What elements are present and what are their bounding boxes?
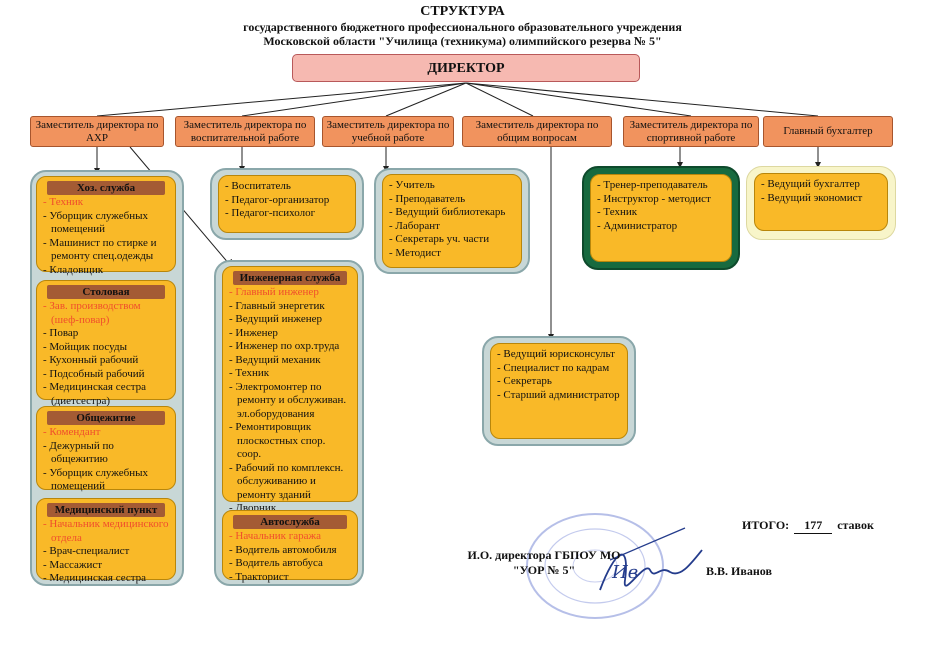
list-item: Ремонтировщик плоскостных спор. соор. xyxy=(229,421,351,462)
signature: Ив xyxy=(599,527,703,591)
total-label: ИТОГО: xyxy=(742,518,790,532)
signer-line-2: "УОР № 5" xyxy=(512,563,576,577)
list-item: Электромонтер по ремонту и обслуживан. э… xyxy=(229,381,351,422)
list-item: Рабочий по комплексн. обслуживанию и рем… xyxy=(229,462,351,503)
signer-name: В.В. Иванов xyxy=(706,564,772,578)
list-item: Главный инженер xyxy=(229,286,351,300)
list-item: Инженер xyxy=(229,327,351,341)
total-line: ИТОГО: 177 ставок xyxy=(742,518,912,534)
list-item: Секретарь уч. части xyxy=(389,233,515,247)
engineering-title: Инженерная служба xyxy=(233,271,347,285)
obshezhitie-box: Общежитие Комендант Дежурный по общежити… xyxy=(36,406,176,492)
list-item: Администратор xyxy=(597,220,725,234)
hoz-service-box: Хоз. служба Техник Уборщик служебных пом… xyxy=(36,176,176,276)
list-item: Специалист по кадрам xyxy=(497,362,621,376)
list-item: Педагог-организатор xyxy=(225,194,349,208)
list-item: Ведущий механик xyxy=(229,354,351,368)
med-punkt-title: Медицинский пункт xyxy=(47,503,165,517)
list-item: Начальник гаража xyxy=(229,530,351,544)
stolovaya-box: Столовая Зав. производством (шеф-повар) … xyxy=(36,280,176,407)
director-box: ДИРЕКТОР xyxy=(292,54,640,82)
list-item: Ведущий библиотекарь xyxy=(389,206,515,220)
list-item: Водитель автомобиля xyxy=(229,544,351,558)
list-item: Ведущий экономист xyxy=(761,192,881,206)
list-item: Ведущий бухгалтер xyxy=(761,178,881,192)
total-unit: ставок xyxy=(837,518,874,532)
list-item: Лаборант xyxy=(389,220,515,234)
list-item: Кладовщик xyxy=(43,264,169,278)
sport-box: Тренер-преподаватель Инструктор - методи… xyxy=(590,174,732,262)
autoservice-title: Автослужба xyxy=(233,515,347,529)
department-vosp: Заместитель директора по воспитательной … xyxy=(175,116,315,147)
list-item: Медицинская сестра (диетсестра) xyxy=(43,381,169,408)
department-sport: Заместитель директора по спортивной рабо… xyxy=(623,116,759,147)
department-buh: Главный бухгалтер xyxy=(763,116,893,147)
list-item: Старший администратор xyxy=(497,389,621,403)
list-item: Главный энергетик xyxy=(229,300,351,314)
list-item: Мойщик посуды xyxy=(43,341,169,355)
obsh-box: Ведущий юрисконсульт Специалист по кадра… xyxy=(490,343,628,439)
med-punkt-box: Медицинский пункт Начальник медицинского… xyxy=(36,498,176,584)
list-item: Тренер-преподаватель xyxy=(597,179,725,193)
department-obsh: Заместитель директора по общим вопросам xyxy=(462,116,612,147)
list-item: Воспитатель xyxy=(225,180,349,194)
chart-subtitle-2: Московской области "Училища (техникума) … xyxy=(263,34,662,48)
uch-box: Учитель Преподаватель Ведущий библиотека… xyxy=(382,174,522,268)
list-item: Массажист xyxy=(43,559,169,573)
list-item: Методист xyxy=(389,247,515,261)
list-item: Секретарь xyxy=(497,375,621,389)
list-item: Инженер по охр.труда xyxy=(229,340,351,354)
list-item: Уборщик служебных помещений xyxy=(43,467,169,494)
list-item: Техник xyxy=(43,196,169,210)
list-item: Дежурный по общежитию xyxy=(43,440,169,467)
list-item: Водитель автобуса xyxy=(229,557,351,571)
list-item: Ведущий инженер xyxy=(229,313,351,327)
list-item: Уборщик служебных помещений xyxy=(43,210,169,237)
list-item: Тракторист xyxy=(229,571,351,585)
list-item: Ведущий юрисконсульт xyxy=(497,348,621,362)
list-item: Комендант xyxy=(43,426,169,440)
obshezhitie-title: Общежитие xyxy=(47,411,165,425)
list-item: Кухонный рабочий xyxy=(43,354,169,368)
list-item: Учитель xyxy=(389,179,515,193)
list-item: Инструктор - методист xyxy=(597,193,725,207)
list-item: Повар xyxy=(43,327,169,341)
stolovaya-title: Столовая xyxy=(47,285,165,299)
buh-box: Ведущий бухгалтер Ведущий экономист xyxy=(754,173,888,231)
signer-line-1: И.О. директора ГБПОУ МО xyxy=(467,548,621,562)
signer-title: И.О. директора ГБПОУ МО "УОР № 5" xyxy=(444,548,644,578)
chart-subtitle-1: государственного бюджетного профессионал… xyxy=(243,20,682,34)
list-item: Подсобный рабочий xyxy=(43,368,169,382)
list-item: Зав. производством (шеф-повар) xyxy=(43,300,169,327)
signature-text: Ив xyxy=(611,562,638,583)
list-item: Врач-специалист xyxy=(43,545,169,559)
list-item: Машинист по стирке и ремонту спец.одежды xyxy=(43,237,169,264)
department-ahr: Заместитель директора по АХР xyxy=(30,116,164,147)
department-uch: Заместитель директора по учебной работе xyxy=(322,116,454,147)
vosp-box: Воспитатель Педагог-организатор Педагог-… xyxy=(218,175,356,233)
list-item: Техник xyxy=(597,206,725,220)
list-item: Преподаватель xyxy=(389,193,515,207)
engineering-box: Инженерная служба Главный инженер Главны… xyxy=(222,266,358,514)
list-item: Техник xyxy=(229,367,351,381)
list-item: Медицинская сестра xyxy=(43,572,169,586)
official-stamp xyxy=(526,513,664,619)
chart-title: СТРУКТУРА xyxy=(420,4,505,19)
list-item: Педагог-психолог xyxy=(225,207,349,221)
total-value: 177 xyxy=(794,518,833,534)
hoz-service-title: Хоз. служба xyxy=(47,181,165,195)
list-item: Начальник медицинского отдела xyxy=(43,518,169,545)
autoservice-box: Автослужба Начальник гаража Водитель авт… xyxy=(222,510,358,583)
